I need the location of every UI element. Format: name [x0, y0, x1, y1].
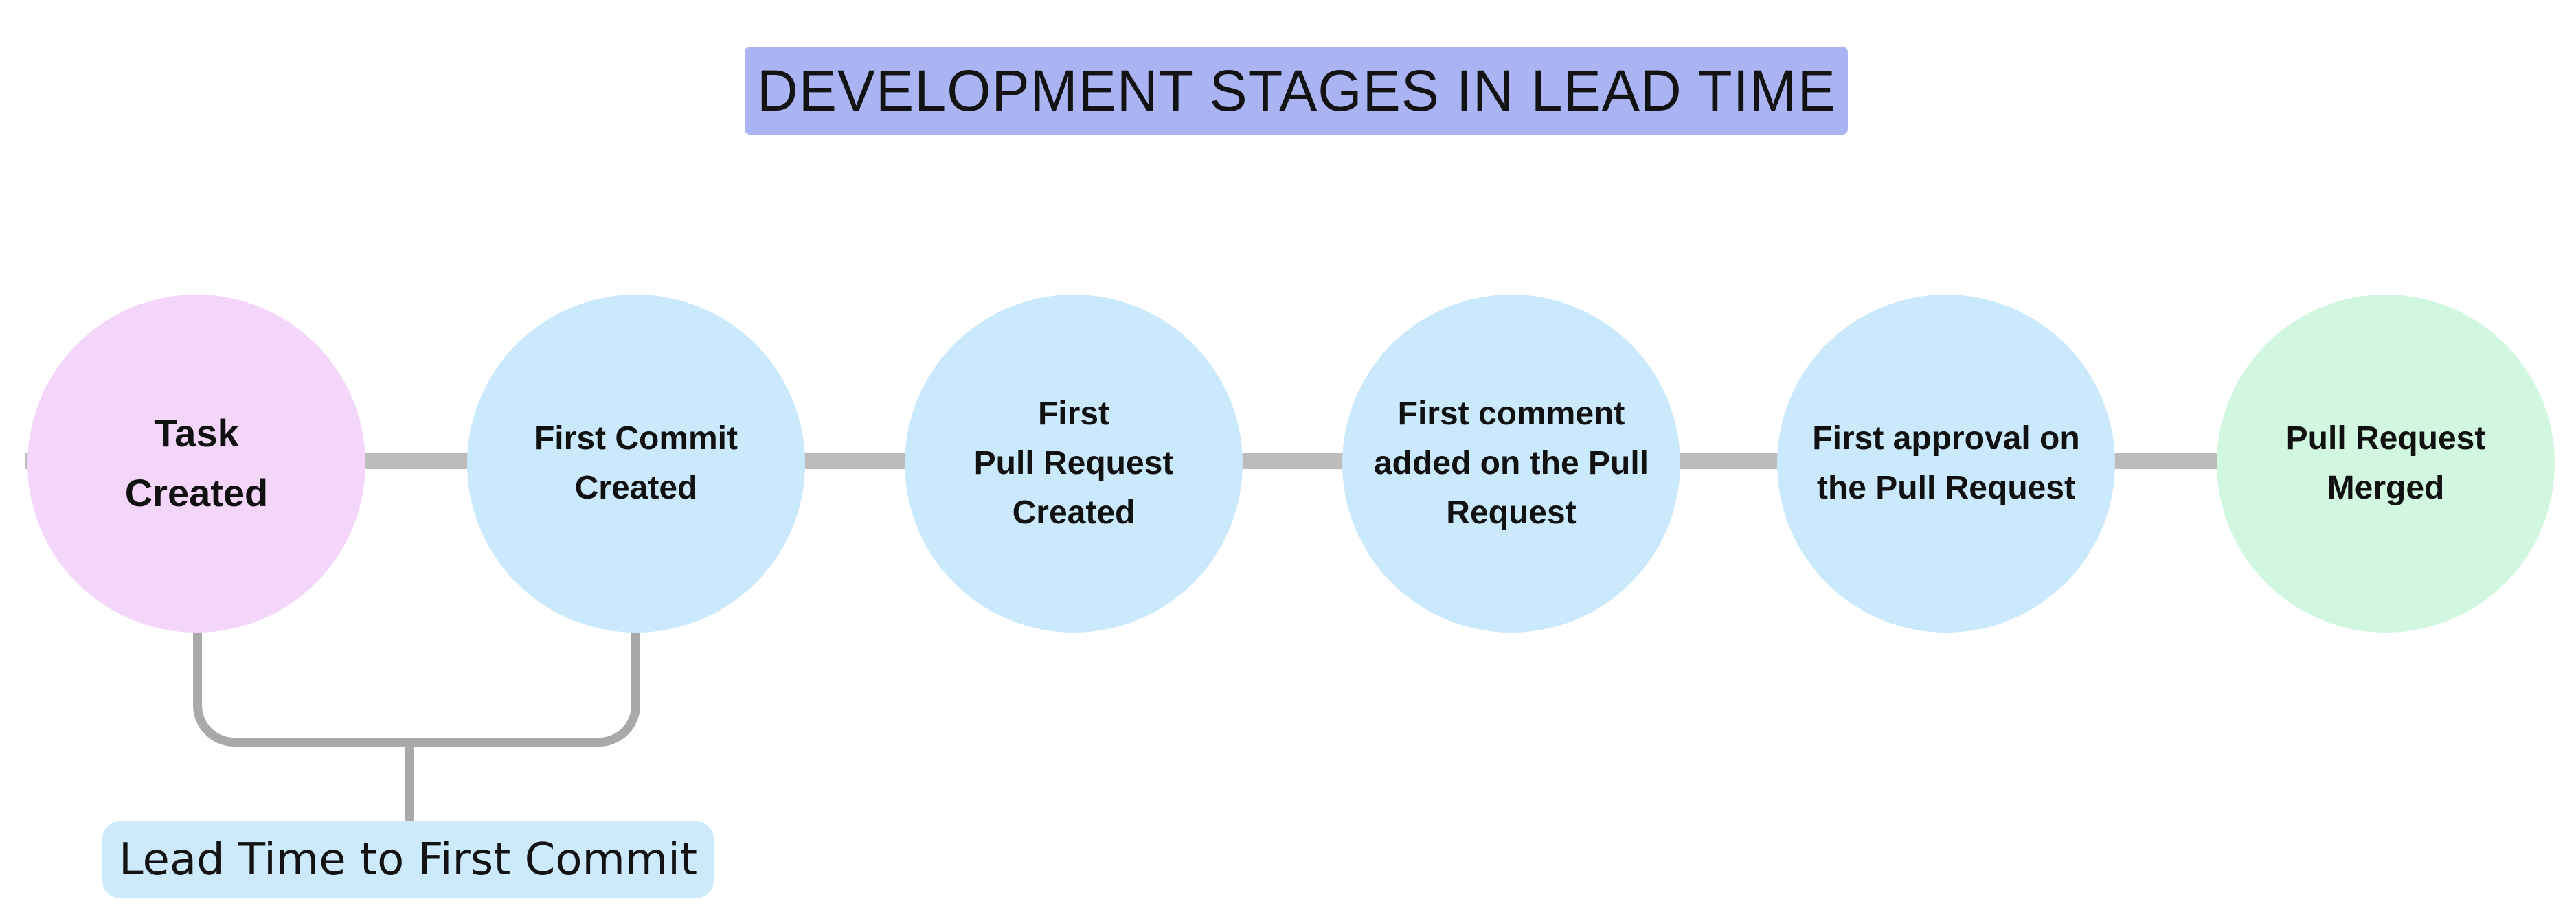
title-banner: DEVELOPMENT STAGES IN LEAD TIME: [745, 47, 1848, 135]
stage-label: First Pull Request Created: [973, 396, 1174, 531]
stage-circle-first-commit-created: First Commit Created: [467, 295, 805, 633]
lead-time-bracket: [193, 630, 640, 747]
stage-label: Pull Request Merged: [2285, 420, 2486, 506]
stage-circle-first-comment-added: First comment added on the Pull Request: [1342, 295, 1680, 633]
stage-circle-first-pull-request-created: First Pull Request Created: [905, 295, 1243, 633]
page-title: DEVELOPMENT STAGES IN LEAD TIME: [756, 58, 1836, 123]
stage-circle-first-approval: First approval on the Pull Request: [1777, 295, 2115, 633]
stage-label: First Commit Created: [534, 420, 738, 506]
stage-circle-pull-request-merged: Pull Request Merged: [2217, 295, 2555, 633]
stage-label: Task Created: [124, 411, 269, 514]
stage-circle-task-created: Task Created: [27, 295, 365, 633]
lead-time-annotation-label: Lead Time to First Commit: [118, 834, 698, 885]
stage-label: First comment added on the Pull Request: [1373, 396, 1649, 531]
lead-time-bracket-stem: [405, 738, 414, 821]
stage-label: First approval on the Pull Request: [1812, 420, 2080, 506]
lead-time-annotation: Lead Time to First Commit: [102, 821, 714, 898]
